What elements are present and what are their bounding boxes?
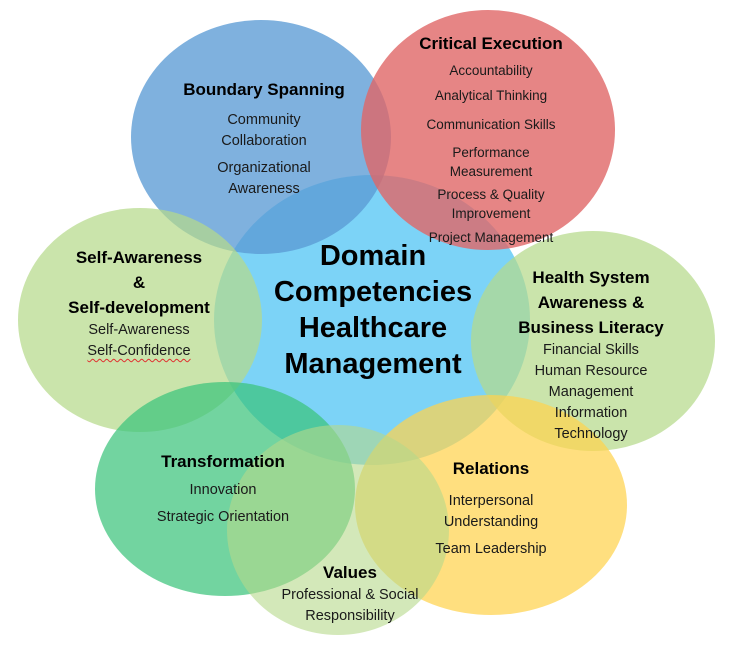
boundary-spanning-title: Boundary Spanning (183, 80, 345, 99)
relations-label: Relations Interpersonal Understanding Te… (435, 456, 546, 560)
center-title-line: Competencies (273, 276, 473, 308)
boundary-spanning-ellipse (131, 20, 391, 254)
critical-execution-item: Analytical Thinking (434, 88, 548, 103)
health-system-title-line: Business Literacy (518, 318, 664, 337)
boundary-spanning-item: Organizational (217, 160, 311, 176)
critical-execution-item: Accountability (449, 63, 533, 78)
center-title-line: Domain (319, 240, 427, 272)
health-system-label: Health System Awareness & Business Liter… (518, 265, 664, 445)
health-system-item: Human Resource (534, 363, 648, 379)
boundary-spanning-label: Boundary Spanning Community Collaboratio… (183, 77, 345, 200)
self-awareness-title-line: Self-development (68, 298, 210, 317)
critical-execution-item: Project Management (428, 230, 554, 245)
critical-execution-label: Critical Execution Accountability Analyt… (419, 31, 563, 248)
transformation-label: Transformation Innovation Strategic Orie… (157, 449, 289, 528)
transformation-item: Innovation (189, 482, 257, 498)
self-awareness-label: Self-Awareness & Self-development Self-A… (68, 245, 210, 362)
values-ellipse (227, 425, 449, 635)
health-system-item: Information (554, 405, 628, 421)
critical-execution-item: Improvement (451, 206, 531, 221)
critical-execution-item: Measurement (449, 164, 533, 179)
self-awareness-item: Self-Awareness (88, 322, 190, 338)
critical-execution-item: Process & Quality (437, 187, 545, 202)
boundary-spanning-item: Collaboration (221, 133, 307, 149)
transformation-item: Strategic Orientation (156, 509, 290, 525)
health-system-title-line: Awareness & (537, 293, 645, 312)
health-system-item: Financial Skills (543, 342, 639, 358)
relations-item: Understanding (443, 514, 539, 530)
relations-title: Relations (452, 459, 530, 478)
values-title: Values (323, 563, 377, 582)
relations-item: Interpersonal (448, 493, 534, 509)
critical-execution-ellipse (361, 10, 615, 250)
self-awareness-title-line: & (132, 273, 146, 292)
critical-execution-item: Communication Skills (426, 117, 556, 132)
values-item: Professional & Social (281, 587, 419, 603)
self-awareness-title-line: Self-Awareness (75, 248, 203, 267)
center-title: Domain Competencies Healthcare Managemen… (274, 238, 472, 382)
self-awareness-ellipse (18, 208, 262, 432)
critical-execution-item: Performance (452, 145, 530, 160)
health-system-ellipse (471, 231, 715, 451)
transformation-title: Transformation (161, 452, 285, 471)
relations-item: Team Leadership (435, 541, 547, 557)
boundary-spanning-item: Community (227, 112, 301, 128)
health-system-item: Management (548, 384, 634, 400)
boundary-spanning-item: Awareness (228, 181, 300, 197)
values-item: Responsibility (305, 608, 395, 624)
health-system-item: Technology (554, 426, 628, 442)
health-system-title-line: Health System (532, 268, 650, 287)
values-label: Values Professional & Social Responsibil… (281, 560, 418, 627)
critical-execution-title: Critical Execution (419, 34, 563, 53)
center-title-line: Management (284, 348, 462, 380)
self-awareness-item: Self-Confidence (87, 343, 191, 359)
center-title-line: Healthcare (298, 312, 448, 344)
